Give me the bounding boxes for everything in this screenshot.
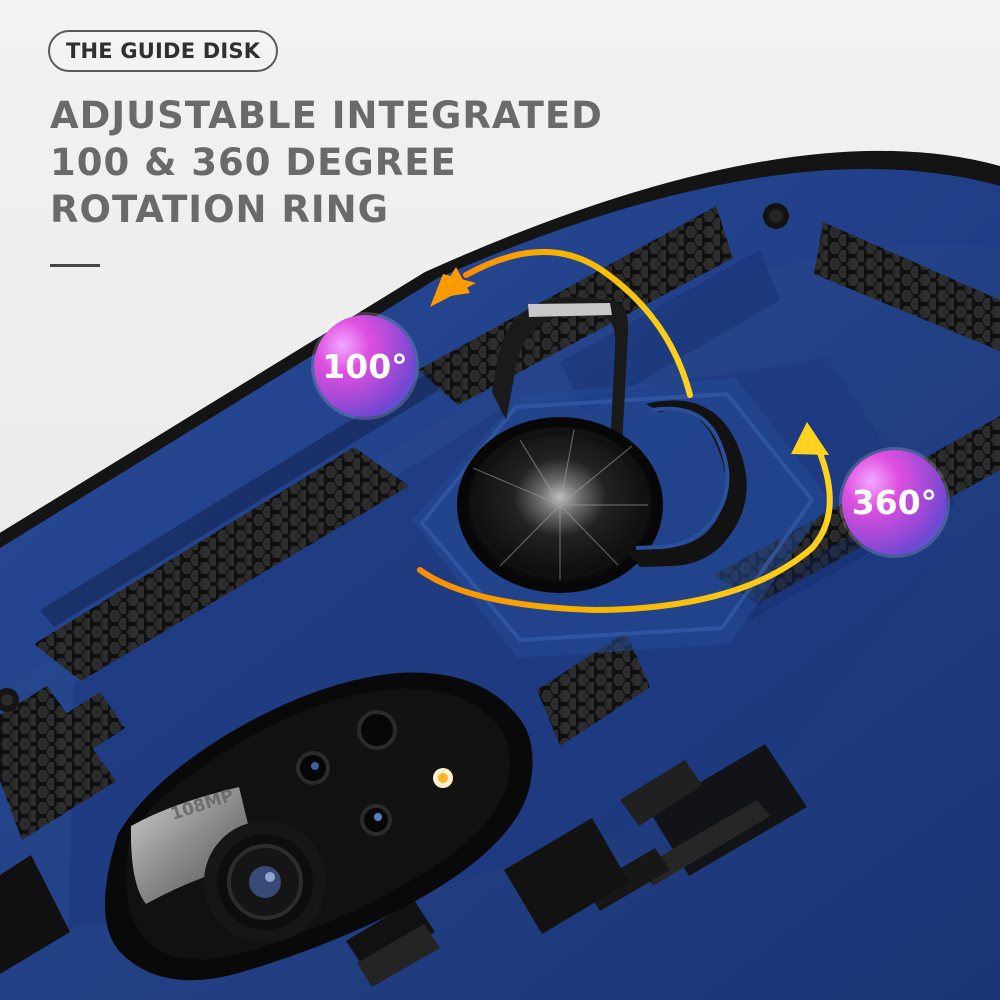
headline-line-1: ADJUSTABLE INTEGRATED <box>50 94 603 137</box>
divider-rule <box>50 264 100 267</box>
rotation-100-badge: 100° <box>314 315 416 417</box>
ring-holder-icon <box>412 297 830 658</box>
headline-line-2: 100 & 360 DEGREE <box>50 141 457 184</box>
rotation-360-badge: 360° <box>842 450 947 555</box>
guide-disk-label: THE GUIDE DISK <box>66 39 261 63</box>
rotation-360-label: 360° <box>851 483 938 522</box>
rotation-100-label: 100° <box>322 346 408 386</box>
camera-module: 108MP <box>104 672 533 981</box>
rotation-arrows <box>417 248 833 614</box>
headline: ADJUSTABLE INTEGRATED 100 & 360 DEGREE R… <box>50 92 610 233</box>
guide-disk-pill: THE GUIDE DISK <box>48 30 279 72</box>
headline-line-3: ROTATION RING <box>50 188 389 231</box>
